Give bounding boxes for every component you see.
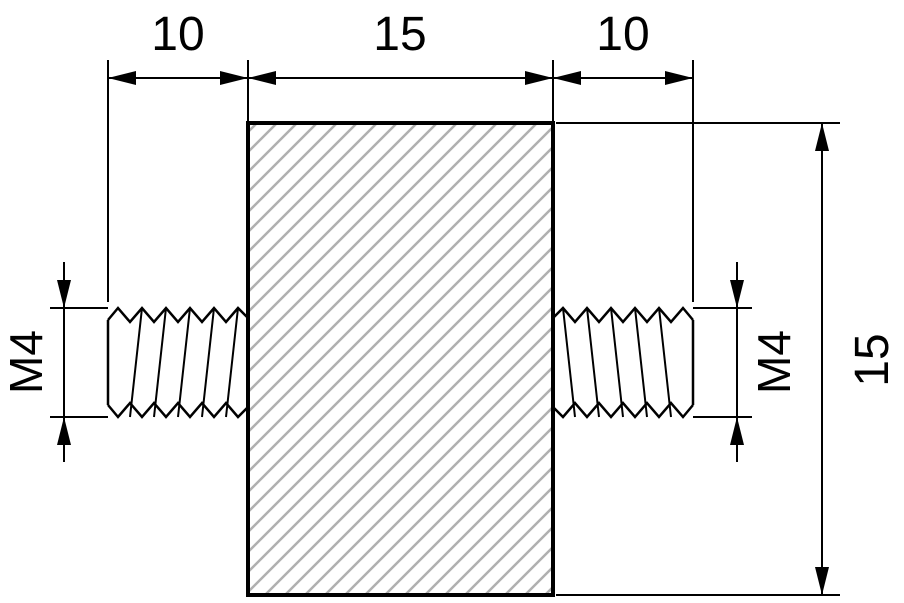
arrow-right-icon (220, 71, 248, 85)
arrow-left-icon (108, 71, 136, 85)
dimension-body-width: 15 (248, 8, 553, 85)
arrow-down-icon (730, 280, 744, 308)
dimension-label-left-thread: M4 (0, 330, 52, 394)
dimension-right-thread: M4 (693, 262, 800, 462)
dimension-label-right-thread: M4 (748, 330, 800, 394)
body-section (246, 121, 555, 597)
dimension-label-left-stud-length: 10 (151, 8, 204, 61)
arrow-down-icon (57, 280, 71, 308)
dimension-right-stud-length: 10 (553, 8, 693, 85)
arrow-up-icon (57, 417, 71, 445)
dimension-left-thread: M4 (0, 262, 108, 462)
extension-lines-top (107, 60, 694, 302)
arrow-right-icon (525, 71, 553, 85)
dimension-label-body-width: 15 (373, 8, 426, 61)
arrow-up-icon (815, 123, 829, 151)
dimension-body-height: 15 (556, 122, 899, 596)
dimension-left-stud-length: 10 (108, 8, 248, 85)
dimension-label-right-stud-length: 10 (596, 8, 649, 61)
arrow-up-icon (730, 417, 744, 445)
arrow-down-icon (815, 567, 829, 595)
arrow-left-icon (248, 71, 276, 85)
arrow-right-icon (665, 71, 693, 85)
right-threaded-stud (551, 306, 695, 419)
left-threaded-stud (106, 306, 250, 419)
dimension-label-body-height: 15 (846, 333, 899, 386)
arrow-left-icon (553, 71, 581, 85)
